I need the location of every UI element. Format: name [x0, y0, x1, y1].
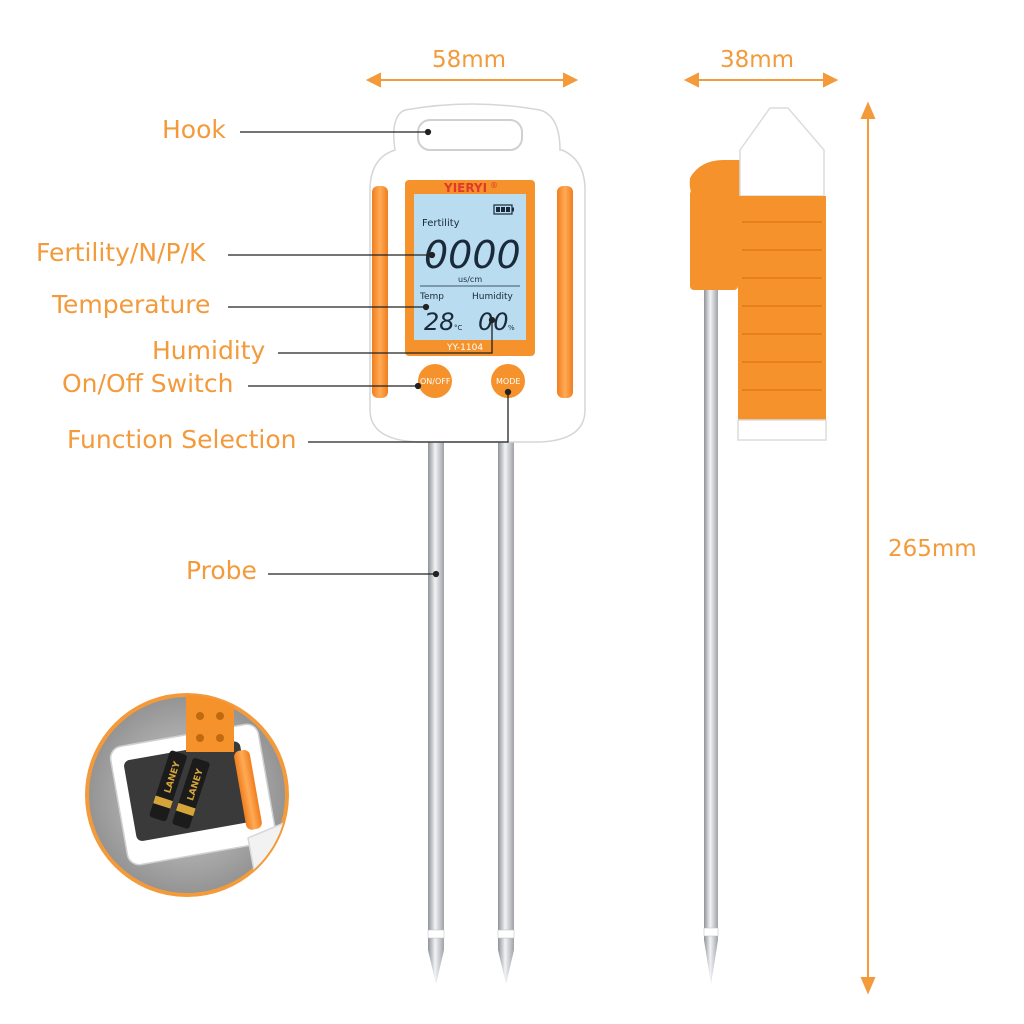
- battery-compartment-inset: LANEY LANEY: [85, 693, 289, 897]
- lcd-unit: us/cm: [458, 275, 482, 284]
- onoff-button[interactable]: ON/OFF: [418, 364, 452, 398]
- model-number: YY-1104: [446, 343, 483, 353]
- probe-left: [427, 430, 445, 984]
- humidity-callout: Humidity: [152, 336, 266, 365]
- mode-button[interactable]: MODE: [491, 364, 525, 398]
- probe-right: [497, 430, 515, 984]
- depth-dimension-label: 38mm: [720, 47, 795, 73]
- height-dimension-arrow: [860, 101, 876, 995]
- callout-lines: [228, 128, 512, 578]
- lcd-temp-label: Temp: [419, 292, 444, 302]
- onoff-switch-callout: On/Off Switch: [62, 369, 234, 398]
- probe-callout: Probe: [186, 556, 257, 585]
- device-front-body: [369, 103, 586, 443]
- brand-logo: YIERYI: [443, 181, 487, 195]
- lcd-main-reading: 0000: [424, 233, 521, 277]
- lcd-temp-value: 28: [424, 308, 455, 336]
- lcd-display: YIERYI ® Fertility 0000 us/cm Temp Humid…: [419, 181, 521, 353]
- fertility-callout: Fertility/N/P/K: [36, 238, 206, 267]
- temperature-callout: Temperature: [52, 290, 211, 319]
- onoff-button-label: ON/OFF: [420, 377, 451, 386]
- battery-icon: [493, 204, 514, 215]
- lcd-temp-unit: °C: [454, 324, 463, 332]
- width-dimension-label: 58mm: [432, 47, 507, 73]
- lcd-humidity-label: Humidity: [472, 292, 513, 302]
- height-dimension-label: 265mm: [888, 536, 977, 562]
- mode-button-label: MODE: [496, 377, 520, 386]
- lcd-fertility-label: Fertility: [422, 218, 460, 229]
- device-side-view: [689, 107, 827, 984]
- lcd-humidity-unit: %: [508, 324, 515, 332]
- width-dimension-arrow: [365, 72, 579, 88]
- depth-dimension-arrow: [683, 72, 839, 88]
- hook-callout: Hook: [162, 115, 226, 144]
- brand-registered-mark: ®: [490, 181, 498, 190]
- function-selection-callout: Function Selection: [67, 425, 297, 454]
